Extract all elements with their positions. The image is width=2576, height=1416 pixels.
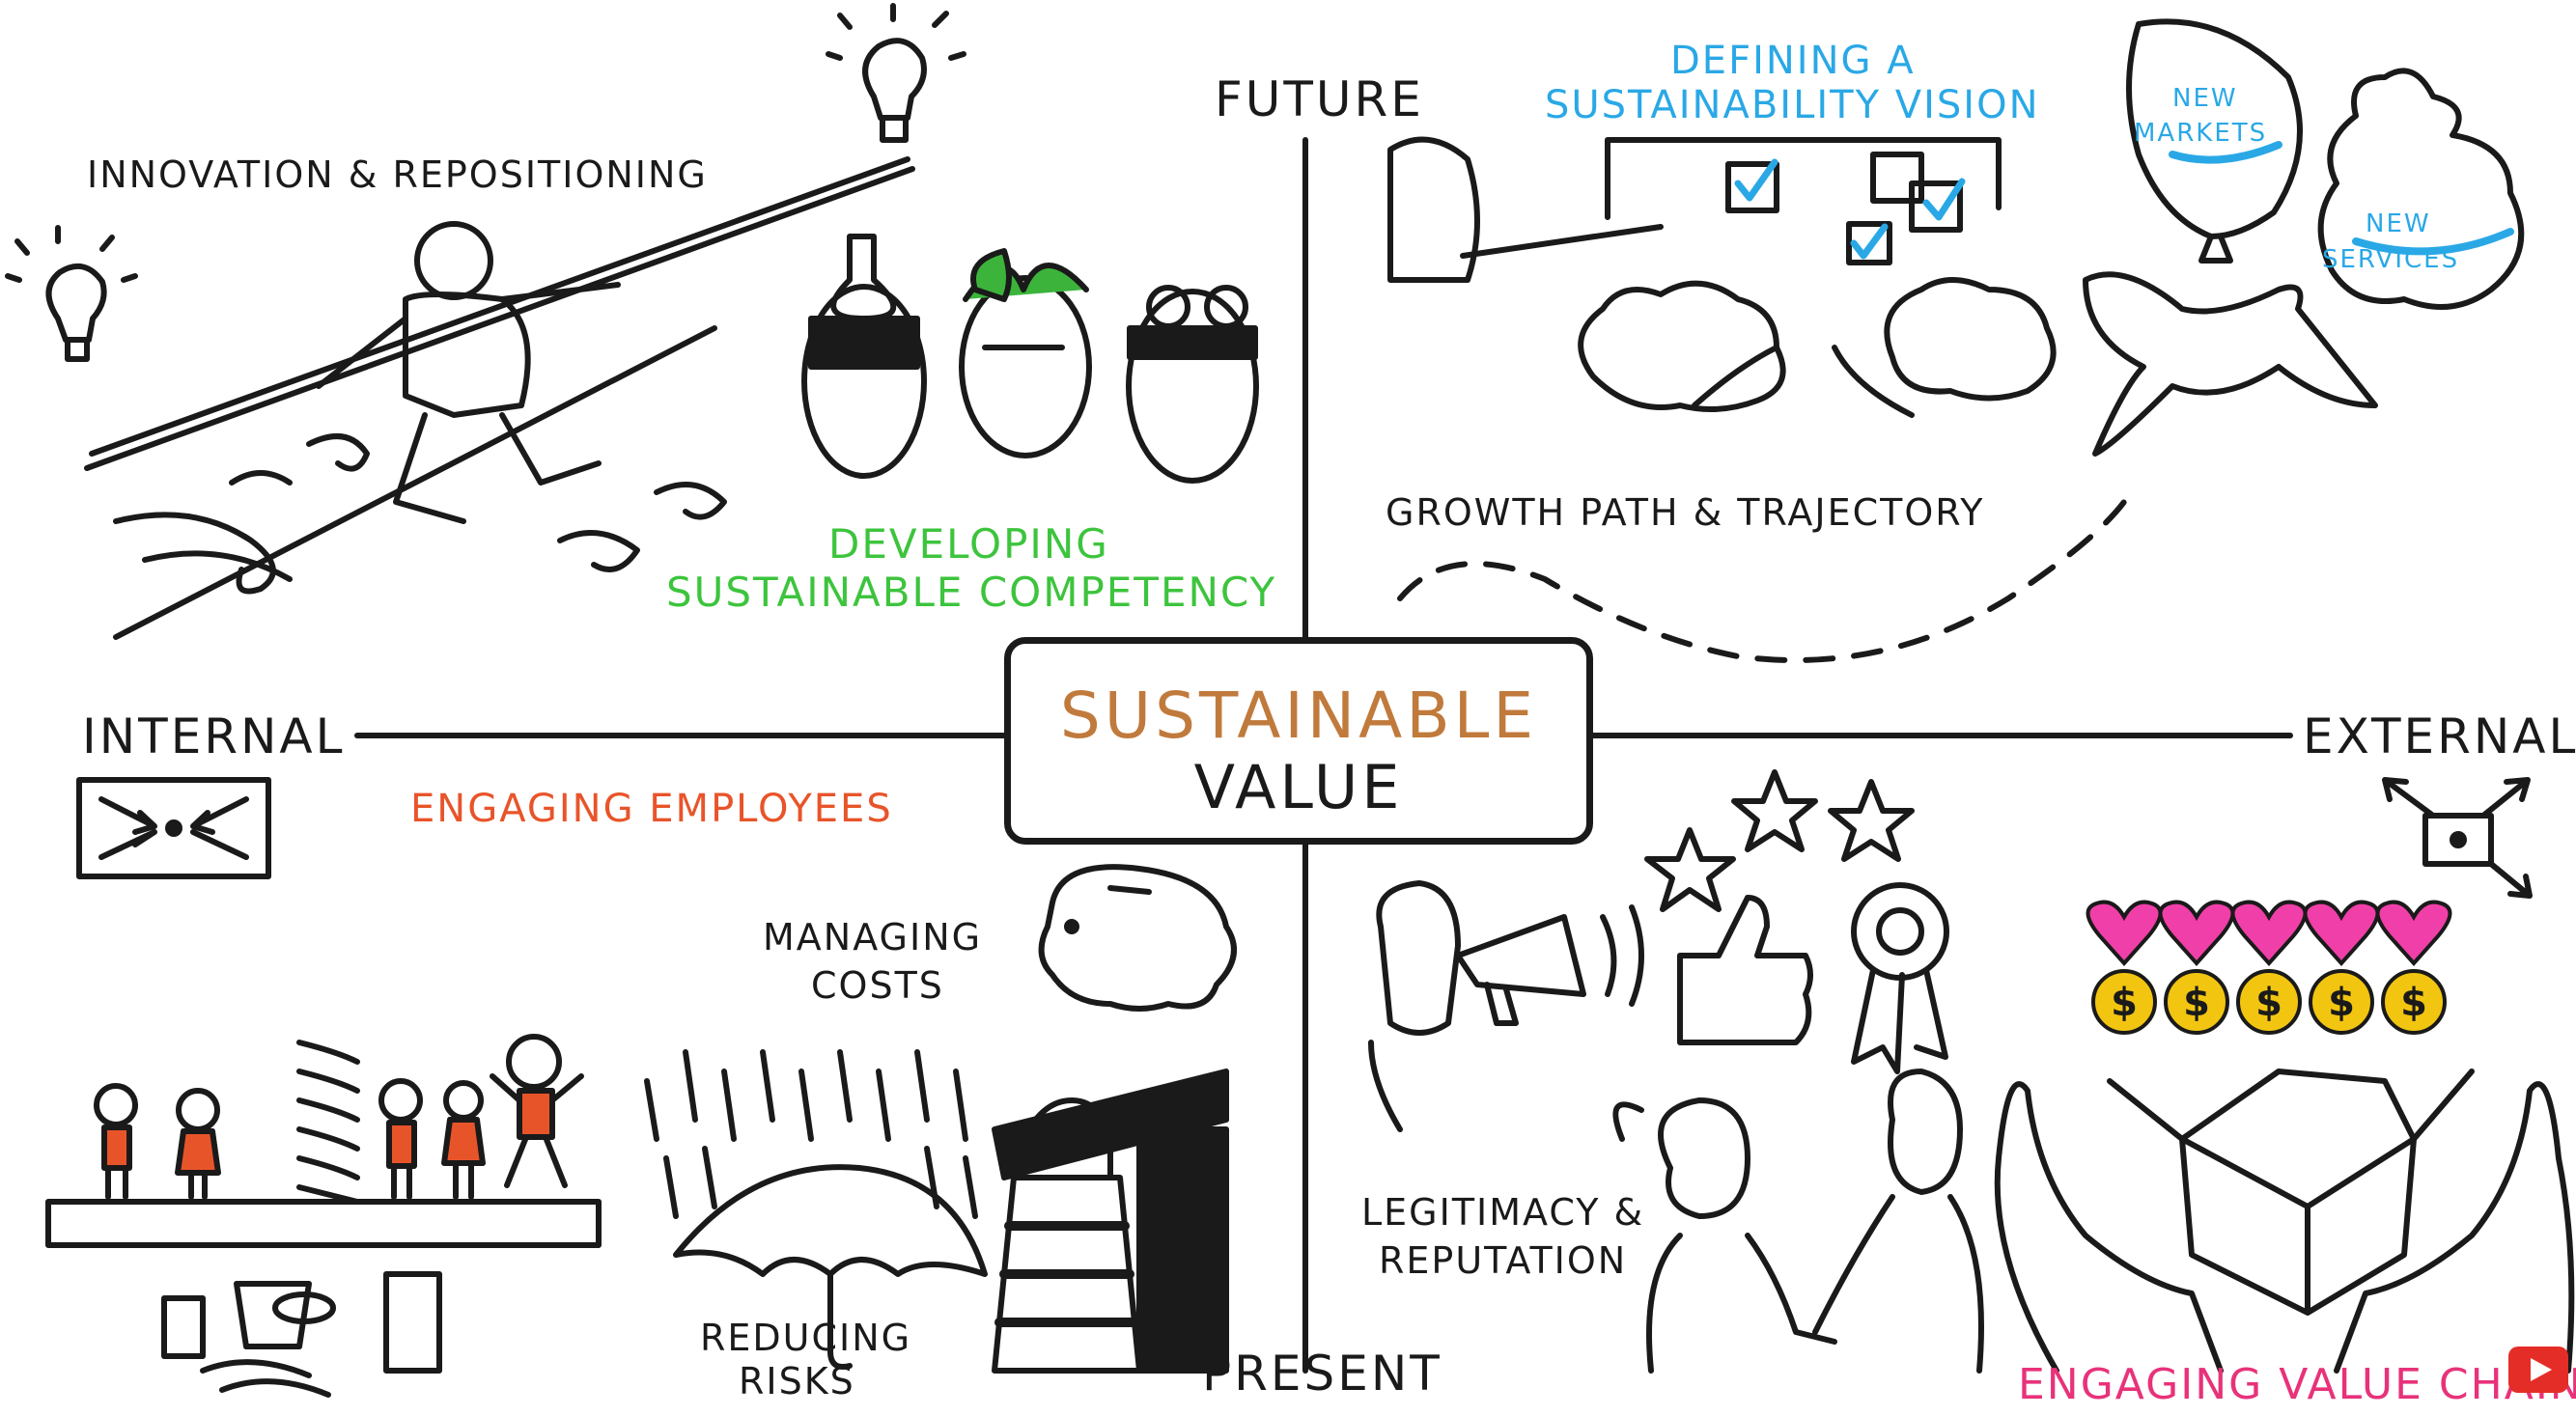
box-icon: [2107, 1069, 2475, 1316]
thumbs-up-icon: [1677, 895, 1813, 1045]
label-new-services-line2: SERVICES: [2322, 245, 2460, 274]
award-ribbon-icon: [1851, 882, 1949, 1074]
inward-arrows-icon: [76, 777, 271, 879]
center-box: SUSTAINABLE VALUE: [1004, 637, 1593, 845]
label-risks-line1: REDUCING: [700, 1317, 912, 1359]
axis-label-future: FUTURE: [1215, 71, 1424, 127]
lighthouse-icon: [992, 1069, 1229, 1374]
svg-text:$: $: [2400, 981, 2427, 1025]
coin-symbols: $ $ $ $ $: [2111, 981, 2427, 1025]
label-new-markets-line1: NEW: [2172, 84, 2238, 113]
outward-arrows-icon: [2382, 777, 2533, 899]
label-competency-line1: DEVELOPING: [828, 520, 1109, 568]
bird-icon: [2083, 271, 2378, 457]
handshake-people-icon: [1612, 1069, 1984, 1374]
piggy-bank-icon: [1038, 864, 1237, 1012]
bush-icon: [2317, 68, 2525, 310]
label-employees: ENGAGING EMPLOYEES: [410, 787, 893, 831]
balloon-icon: [2126, 18, 2303, 264]
label-new-markets-line2: MARKETS: [2134, 119, 2268, 148]
growth-path: [1397, 499, 2127, 663]
label-vision-line2: SUSTAINABILITY VISION: [1545, 83, 2040, 127]
axis-label-external: EXTERNAL: [2303, 708, 2576, 764]
label-growth: GROWTH PATH & TRAJECTORY: [1386, 491, 1985, 534]
label-costs-line1: MANAGING: [763, 916, 983, 958]
label-legitimacy-line2: REPUTATION: [1379, 1239, 1628, 1282]
label-vision-line1: DEFINING A: [1670, 39, 1916, 83]
svg-text:$: $: [2255, 981, 2282, 1025]
coins-icon: [2091, 969, 2447, 1035]
heads-icon: [801, 234, 1259, 484]
checklist-board-icon: [1387, 136, 2002, 283]
hands-icon: [1994, 1081, 2575, 1374]
rain-umbrella-icon: [644, 1049, 988, 1370]
waste-items-icon: [161, 1271, 442, 1398]
stars-icon: [1644, 769, 1915, 912]
label-risks-line2: RISKS: [739, 1360, 855, 1402]
svg-text:$: $: [2183, 981, 2210, 1025]
people-platform-icon: [45, 1034, 602, 1248]
svg-text:$: $: [2111, 981, 2138, 1025]
label-new-services-line1: NEW: [2366, 209, 2431, 238]
label-costs-line2: COSTS: [811, 964, 944, 1007]
label-value-chain: ENGAGING VALUE CHAIN: [2018, 1360, 2576, 1409]
svg-text:$: $: [2328, 981, 2355, 1025]
lightbulb-icon: [5, 225, 138, 362]
tightrope-walker-icon: [84, 156, 915, 640]
megaphone-icon: [1368, 880, 1644, 1132]
axis-label-present: PRESENT: [1202, 1346, 1442, 1402]
center-title-line1: SUSTAINABLE: [1059, 679, 1538, 753]
youtube-icon[interactable]: [2508, 1347, 2568, 1393]
label-competency-line2: SUSTAINABLE COMPETENCY: [666, 569, 1277, 616]
hearts-icon: [2086, 900, 2452, 967]
axis-label-internal: INTERNAL: [82, 708, 346, 764]
lightbulb-icon: [826, 3, 966, 143]
center-title-line2: VALUE: [1193, 752, 1404, 822]
clouds-icon: [1578, 277, 2057, 418]
wind-swirls-icon: [113, 433, 727, 595]
label-legitimacy-line1: LEGITIMACY &: [1361, 1191, 1645, 1234]
label-innovation: INNOVATION & REPOSITIONING: [87, 153, 708, 196]
